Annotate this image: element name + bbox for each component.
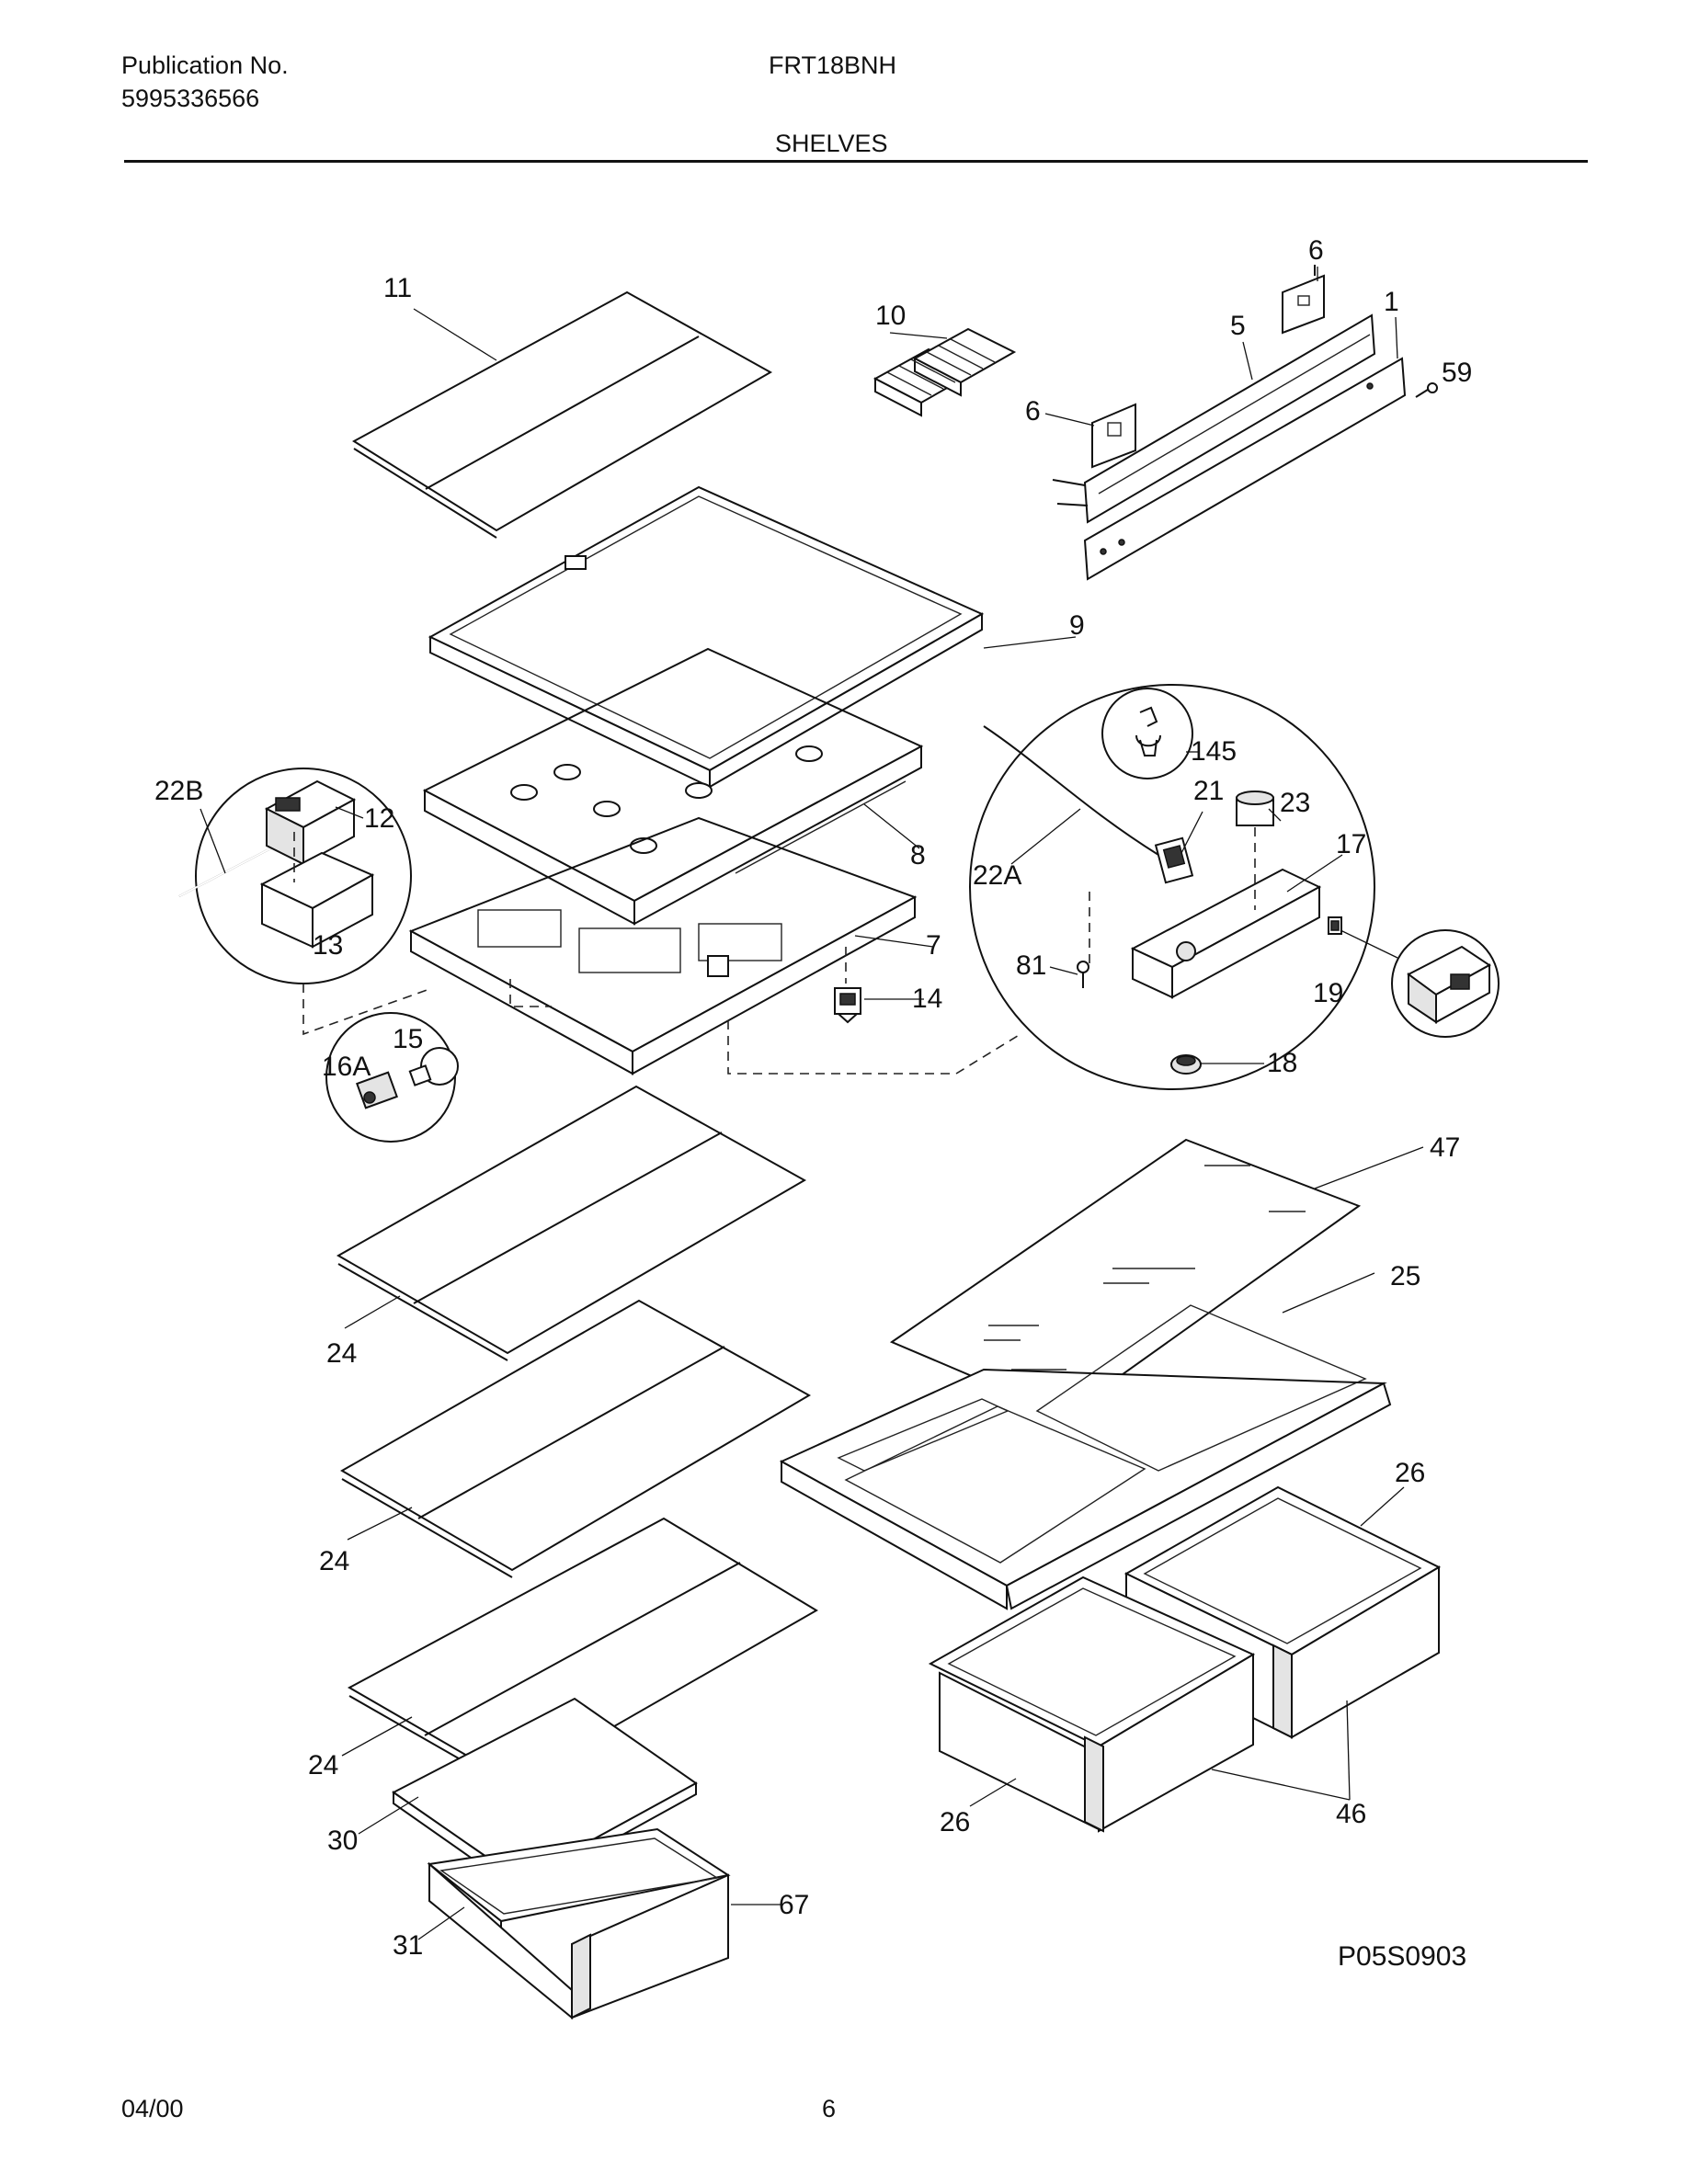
callout-12: 12 [364, 803, 394, 834]
part-24-wire-shelf-1 [336, 1085, 807, 1361]
part-59-screw [1415, 382, 1438, 398]
detail-circle-thermostat [969, 684, 1375, 1090]
callout-leader-lines [200, 267, 1424, 1940]
callout-47: 47 [1430, 1132, 1460, 1163]
callout-22B: 22B [154, 776, 203, 806]
footer-date: 04/00 [121, 2095, 184, 2122]
header-rule [124, 160, 1588, 163]
part-6-bracket-upper [1282, 265, 1325, 335]
part-47-glass-shelf [889, 1138, 1362, 1417]
publication-number: 5995336566 [121, 85, 260, 112]
callout-30: 30 [327, 1826, 358, 1856]
model-number: FRT18BNH [769, 51, 897, 79]
callout-9: 9 [1069, 610, 1085, 641]
callout-24-middle: 24 [319, 1546, 349, 1576]
detail-circle-bulb-socket [325, 1012, 459, 1143]
part-9-shelf-cover [428, 485, 985, 789]
part-10-ice-trays [873, 327, 1017, 417]
callout-145: 145 [1191, 736, 1237, 767]
diagram-id: P05S0903 [1338, 1941, 1466, 1972]
callout-18: 18 [1267, 1048, 1297, 1078]
callout-11: 11 [383, 273, 412, 303]
footer-page-number: 6 [822, 2095, 837, 2122]
part-11-freezer-wire-shelf [352, 290, 773, 539]
detail-circle-switch-19 [1340, 929, 1500, 1038]
callout-22A: 22A [973, 860, 1021, 891]
callout-10: 10 [875, 301, 906, 331]
callout-15: 15 [393, 1024, 423, 1054]
part-26-crisper-drawer-front [928, 1575, 1256, 1833]
callout-25: 25 [1390, 1261, 1420, 1291]
part-6-bracket-lower [1091, 403, 1136, 469]
callout-8: 8 [910, 840, 926, 870]
callout-21: 21 [1193, 776, 1224, 806]
part-25-crisper-frame [779, 1304, 1392, 1610]
callout-23: 23 [1280, 788, 1310, 818]
callout-6-lower: 6 [1025, 396, 1041, 427]
section-title: SHELVES [775, 130, 888, 157]
part-14-switch [834, 987, 861, 1024]
part-24-wire-shelf-2 [340, 1299, 812, 1578]
callout-5: 5 [1230, 311, 1246, 341]
detail-circle-light-housing [178, 768, 412, 984]
callout-31: 31 [393, 1930, 423, 1961]
callout-1: 1 [1384, 287, 1399, 317]
assembly-dashed-lines [302, 947, 1021, 1075]
publication-label: Publication No. [121, 51, 289, 79]
callout-59: 59 [1442, 358, 1472, 388]
part-7-control-housing-plate [408, 816, 918, 1075]
callout-6-upper: 6 [1308, 235, 1324, 266]
callout-81: 81 [1016, 950, 1046, 981]
callout-7: 7 [926, 930, 941, 961]
callout-67: 67 [779, 1890, 809, 1920]
callout-17: 17 [1336, 829, 1366, 859]
part-31-crisper-drawer [427, 1827, 731, 2020]
callout-26-front: 26 [940, 1807, 970, 1837]
callout-46: 46 [1336, 1799, 1366, 1829]
callout-19: 19 [1313, 978, 1343, 1008]
part-5-front-rail [1052, 313, 1376, 524]
callout-16A: 16A [322, 1052, 371, 1082]
part-8-shelf-support-tray [422, 647, 924, 926]
callout-14: 14 [912, 984, 942, 1014]
callout-24-top: 24 [326, 1338, 357, 1369]
callout-26-rear: 26 [1395, 1458, 1425, 1488]
part-1-rear-rail [1083, 357, 1407, 581]
callout-24-bottom: 24 [308, 1750, 338, 1780]
callout-13: 13 [313, 930, 343, 961]
